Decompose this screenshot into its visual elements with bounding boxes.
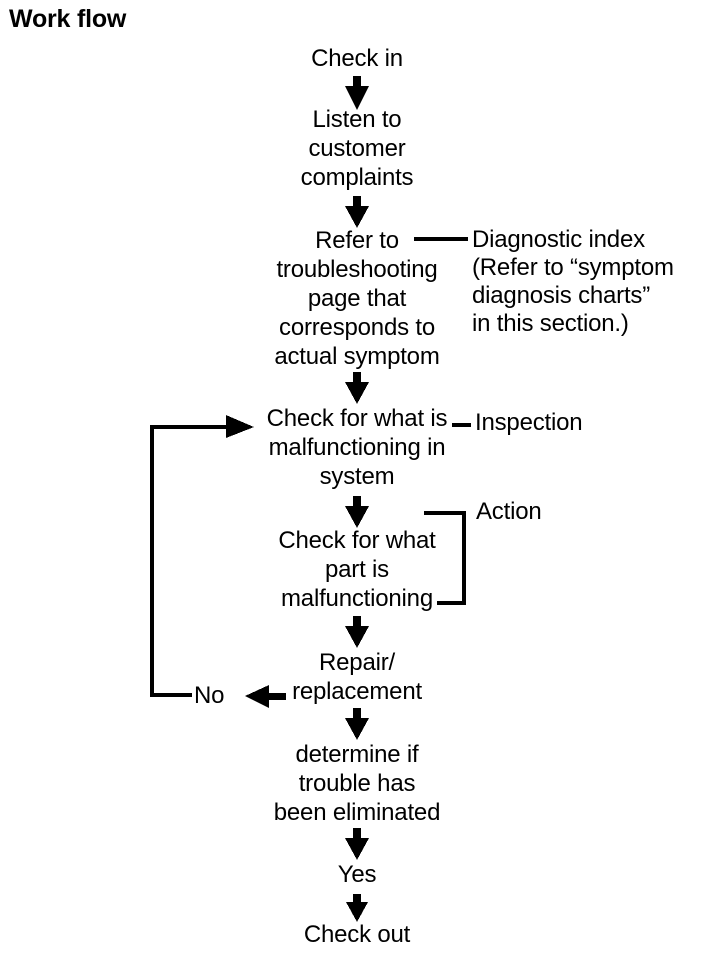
arrow-refer-to-check-system bbox=[345, 372, 369, 404]
flow-node-check-system-malfunctioning: Check for what is malfunctioning in syst… bbox=[266, 405, 448, 490]
flow-node-determine-if-trouble-eliminated: determine if trouble has been eliminated bbox=[273, 741, 441, 826]
annotation-inspection: Inspection bbox=[475, 409, 583, 436]
arrow-determine-to-yes bbox=[345, 828, 369, 860]
arrow-yes-to-check-out bbox=[346, 894, 368, 922]
arrow-repair-to-determine bbox=[345, 708, 369, 740]
flow-node-refer-to-troubleshooting-page: Refer to troubleshooting page that corre… bbox=[274, 227, 440, 370]
flow-node-check-out: Check out bbox=[303, 921, 411, 948]
branch-label-no: No bbox=[194, 682, 225, 709]
flow-node-repair-replacement: Repair/ replacement bbox=[292, 649, 422, 705]
annotation-action: Action bbox=[476, 498, 542, 525]
annotation-diagnostic-index: Diagnostic index (Refer to “symptom diag… bbox=[472, 226, 674, 337]
arrow-check-system-to-check-part bbox=[345, 496, 369, 528]
flow-node-check-in: Check in bbox=[311, 45, 403, 72]
flow-node-listen-to-customer-complaints: Listen to customer complaints bbox=[300, 106, 414, 191]
page-title: Work flow bbox=[9, 5, 127, 33]
flow-node-yes: Yes bbox=[337, 861, 377, 888]
flow-node-check-part-malfunctioning: Check for what part is malfunctioning bbox=[278, 527, 436, 612]
arrow-listen-to-refer bbox=[345, 196, 369, 228]
arrow-check-part-to-repair bbox=[345, 616, 369, 648]
